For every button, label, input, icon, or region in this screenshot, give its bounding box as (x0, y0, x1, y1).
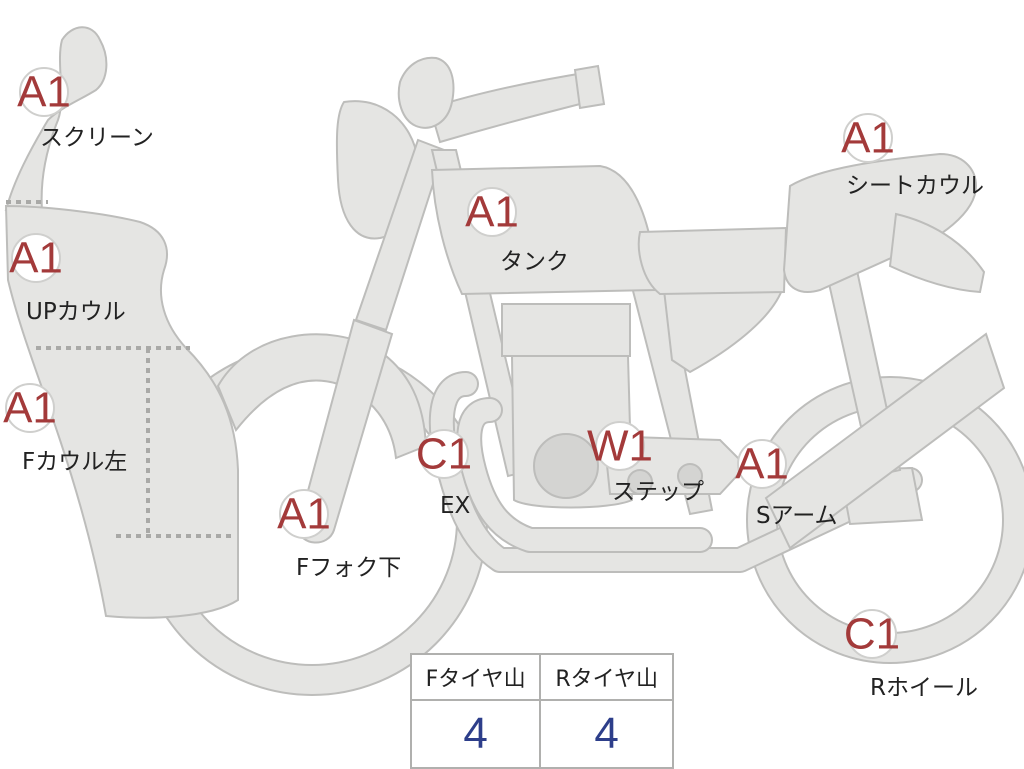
marker-screen[interactable]: A1 スクリーン (17, 67, 154, 152)
grade-f-fork-lower: A1 (277, 490, 331, 539)
label-ex: EX (440, 493, 471, 519)
front-tire-tread-value: 4 (409, 699, 542, 769)
front-tire-tread-header: Fタイヤ山 (409, 653, 542, 701)
tread-value-row: 4 4 (409, 699, 674, 769)
grade-screen: A1 (17, 68, 71, 117)
swing-arm (764, 332, 1006, 550)
label-step: ステップ (612, 479, 704, 505)
label-screen: スクリーン (40, 125, 154, 151)
grade-ex: C1 (416, 430, 472, 479)
marker-seat-cowl[interactable]: A1 シートカウル (841, 113, 984, 200)
label-seat-cowl: シートカウル (846, 173, 984, 199)
label-s-arm: Sアーム (756, 503, 838, 529)
rear-tire-tread-header: Rタイヤ山 (539, 653, 674, 701)
tread-header-row: Fタイヤ山 Rタイヤ山 (409, 653, 674, 701)
grade-f-cowl-left: A1 (3, 384, 57, 433)
front-cowl (4, 204, 239, 619)
label-tank: タンク (500, 249, 569, 275)
handlebar-grip (573, 64, 606, 110)
marker-tank[interactable]: A1 タンク (465, 187, 569, 276)
tire-tread-table: Fタイヤ山 Rタイヤ山 4 4 (409, 653, 674, 769)
seat (637, 226, 788, 296)
grade-up-cowl: A1 (9, 234, 63, 283)
rear-tire-tread-value: 4 (539, 699, 674, 769)
marker-f-fork-lower[interactable]: A1 Fフォク下 (277, 489, 401, 582)
front-fork-upper (354, 138, 446, 332)
tail-fin (888, 212, 986, 294)
handlebar (428, 70, 598, 144)
windscreen (4, 26, 108, 211)
marker-f-cowl-left[interactable]: A1 Fカウル左 (3, 383, 127, 476)
side-cover (662, 289, 784, 374)
marker-ex[interactable]: C1 EX (416, 429, 472, 520)
grade-r-wheel: C1 (844, 610, 900, 659)
label-r-wheel: Rホイール (870, 675, 978, 701)
marker-step[interactable]: W1 ステップ (587, 421, 704, 506)
label-f-cowl-left: Fカウル左 (22, 449, 127, 475)
grade-seat-cowl: A1 (841, 114, 895, 163)
marker-r-wheel[interactable]: C1 Rホイール (844, 609, 978, 702)
label-f-fork-lower: Fフォク下 (296, 555, 401, 581)
mirror (397, 56, 455, 129)
marker-s-arm[interactable]: A1 Sアーム (735, 439, 838, 530)
grade-s-arm: A1 (735, 440, 789, 489)
label-up-cowl: UPカウル (26, 299, 126, 325)
seat-cowl (782, 152, 978, 293)
grade-tank: A1 (465, 188, 519, 237)
engine (501, 303, 634, 509)
grade-step: W1 (587, 422, 653, 471)
marker-up-cowl[interactable]: A1 UPカウル (9, 233, 126, 326)
